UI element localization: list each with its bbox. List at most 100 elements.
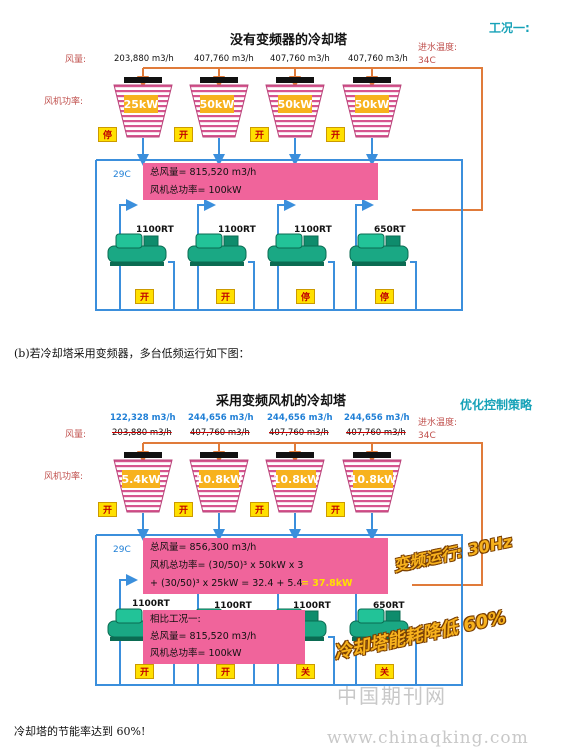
d1-chiller-out-2 xyxy=(248,261,255,310)
inlet-temp-label-2: 进水温度: xyxy=(418,418,458,428)
chiller4-capacity: 650RT xyxy=(374,225,406,235)
d1-riser-3 xyxy=(277,199,296,310)
diagram2-power-result: = 37.8kW xyxy=(301,578,353,589)
diagram1-graphics xyxy=(95,67,483,311)
outlet-temp-2: 29C xyxy=(113,545,131,555)
d1-chiller-out-3 xyxy=(328,261,335,310)
d1-chiller-1-compressor xyxy=(115,233,143,249)
d1-chiller-out-4 xyxy=(410,261,417,310)
tower1-power-2: 5.4kW xyxy=(122,470,160,488)
fan-power-label: 风机功率: xyxy=(44,97,84,107)
diagram1-total-power: 风机总功率= 100kW xyxy=(150,185,242,196)
inlet-temp-label: 进水温度: xyxy=(418,43,458,53)
d2-tower-1-fan-cap xyxy=(124,452,162,458)
diagram2-summary-box: 总风量= 856,300 m3/h 风机总功率= (30/50)³ x 50kW… xyxy=(143,538,388,594)
tower3-power: 50kW xyxy=(278,95,312,113)
diagram2-title: 采用变频风机的冷却塔 xyxy=(216,394,347,409)
outlet-temp: 29C xyxy=(113,170,131,180)
d2-return-pipe xyxy=(143,442,483,586)
strategy-label: 优化控制策略 xyxy=(460,398,533,412)
d2-tower-2-fan-cap xyxy=(200,452,238,458)
airflow-label-2: 风量: xyxy=(65,430,87,440)
tower1-airflow: 203,880 m3/h xyxy=(114,54,174,64)
diagram1-summary-box: 总风量= 815,520 m3/h 风机总功率= 100kW xyxy=(143,163,378,200)
d2-chiller-4-base xyxy=(352,637,406,641)
d1-return-pipe xyxy=(143,67,483,211)
chiller2-state: 开 xyxy=(216,289,235,304)
d1-supply-loop xyxy=(95,159,463,311)
tower1-state: 停 xyxy=(98,127,117,142)
chiller1-capacity-2: 1100RT xyxy=(132,599,170,609)
d2-chiller-1-base xyxy=(110,637,164,641)
tower4-airflow: 407,760 m3/h xyxy=(348,54,408,64)
d1-riser-1 xyxy=(119,199,138,310)
tower2-power-2: 10.8kW xyxy=(196,470,242,488)
d1-chiller-4-base xyxy=(352,262,406,266)
diagram2-power-formula-2: + (30/50)³ x 25kW = 32.4 + 5.4 xyxy=(150,578,303,589)
d1-tower-1-fan-cap xyxy=(124,77,162,83)
d1-chiller-2-compressor xyxy=(195,233,223,249)
d1-chiller-1-motor xyxy=(143,235,159,247)
chiller3-state-2: 关 xyxy=(296,664,315,679)
d2-riser-1 xyxy=(119,574,138,685)
tower3-state: 开 xyxy=(250,127,269,142)
d1-chiller-4-motor xyxy=(385,235,401,247)
d2-chiller-4-compressor xyxy=(357,608,385,624)
chiller4-state-2: 关 xyxy=(375,664,394,679)
d1-riser-4 xyxy=(355,199,374,310)
tower2-airflow-new: 244,656 m3/h xyxy=(188,413,254,423)
comparison-total-power: 风机总功率= 100kW xyxy=(150,648,242,659)
d2-chiller-4-motor xyxy=(385,610,401,622)
tower4-airflow-old: 407,760 m3/h xyxy=(346,428,406,438)
chiller4-state: 停 xyxy=(375,289,394,304)
tower4-airflow-new: 244,656 m3/h xyxy=(344,413,410,423)
d1-riser-2 xyxy=(197,199,216,310)
tower4-state: 开 xyxy=(326,127,345,142)
comparison-total-airflow: 总风量= 815,520 m3/h xyxy=(150,631,257,642)
section-caption: (b)若冷却塔采用变频器，多台低频运行如下图： xyxy=(14,347,250,360)
tower4-power-2: 10.8kW xyxy=(350,470,396,488)
chiller1-state-2: 开 xyxy=(135,664,154,679)
tower3-state-2: 开 xyxy=(250,502,269,517)
case-label: 工况一: xyxy=(489,21,530,35)
tower3-airflow-old: 407,760 m3/h xyxy=(269,428,329,438)
d1-chiller-3-compressor xyxy=(275,233,303,249)
d1-chiller-2-base xyxy=(190,262,244,266)
tower1-state-2: 开 xyxy=(98,502,117,517)
watermark-url: www.chinaqking.com xyxy=(327,728,529,748)
fan-power-label-2: 风机功率: xyxy=(44,472,84,482)
tower2-airflow: 407,760 m3/h xyxy=(194,54,254,64)
diagram1-title: 没有变频器的冷却塔 xyxy=(230,33,348,48)
chiller4-capacity-2: 650RT xyxy=(373,601,405,611)
chiller2-capacity-2: 1100RT xyxy=(214,601,252,611)
conclusion: 冷却塔的节能率达到 60%! xyxy=(14,725,146,738)
airflow-label: 风量: xyxy=(65,55,87,65)
tower3-airflow-new: 244,656 m3/h xyxy=(267,413,333,423)
chiller2-state-2: 开 xyxy=(216,664,235,679)
tower4-state-2: 开 xyxy=(326,502,345,517)
d1-chiller-4-compressor xyxy=(357,233,385,249)
d1-tower-4-fan-cap xyxy=(353,77,391,83)
tower1-power: 25kW xyxy=(124,95,158,113)
comparison-box: 相比工况一: 总风量= 815,520 m3/h 风机总功率= 100kW xyxy=(143,610,305,664)
d2-chiller-out-3 xyxy=(328,636,335,685)
d1-tower-2-fan-cap xyxy=(200,77,238,83)
chiller3-state: 停 xyxy=(296,289,315,304)
tower2-power: 50kW xyxy=(200,95,234,113)
d2-tower-3-fan-cap xyxy=(276,452,314,458)
diagram1-total-airflow: 总风量= 815,520 m3/h xyxy=(150,167,257,178)
d2-tower-4-fan-cap xyxy=(353,452,391,458)
chiller1-state: 开 xyxy=(135,289,154,304)
comparison-heading: 相比工况一: xyxy=(150,614,201,625)
watermark-cn: 中国期刊网 xyxy=(337,684,447,708)
tower3-power-2: 10.8kW xyxy=(273,470,319,488)
tower4-power: 50kW xyxy=(355,95,389,113)
d2-supply-loop xyxy=(95,534,463,686)
d1-tower-3-fan-cap xyxy=(276,77,314,83)
tower1-airflow-new: 122,328 m3/h xyxy=(110,413,176,423)
d1-chiller-3-motor xyxy=(303,235,319,247)
d2-chiller-1-compressor xyxy=(115,608,143,624)
chiller3-capacity: 1100RT xyxy=(294,225,332,235)
tower2-airflow-old: 407,760 m3/h xyxy=(190,428,250,438)
